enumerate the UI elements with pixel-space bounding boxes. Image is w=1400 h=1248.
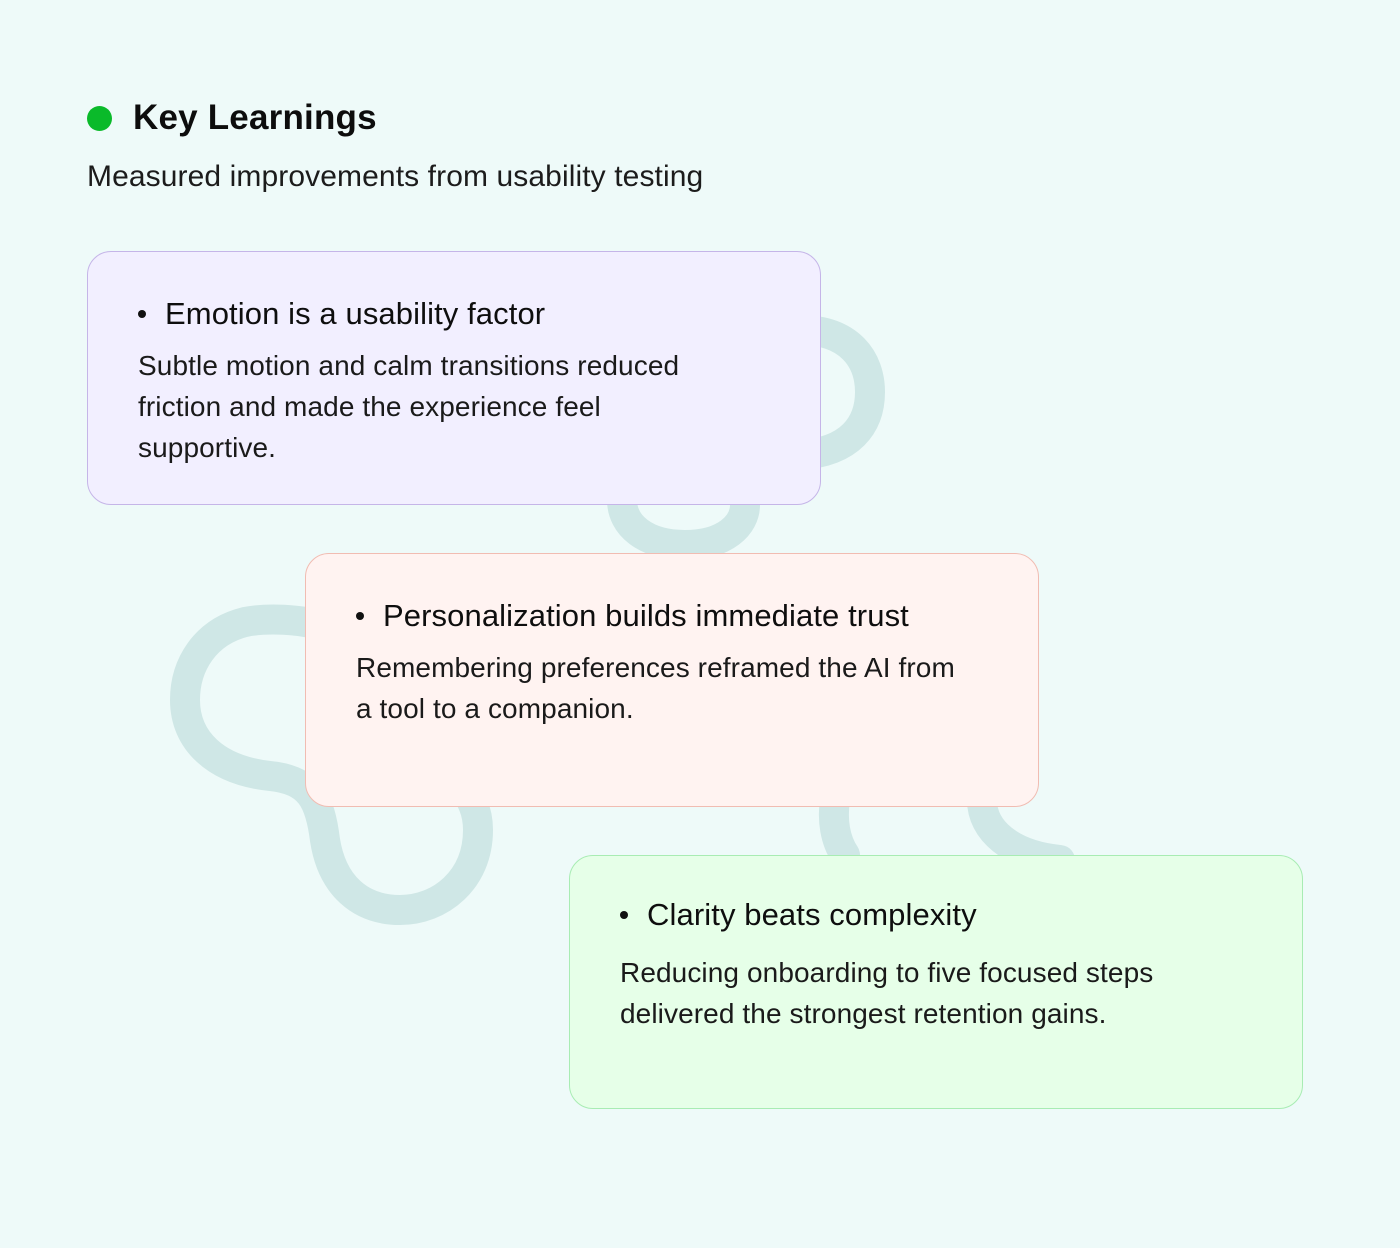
card-heading: Personalization builds immediate trust — [356, 596, 998, 636]
bullet-icon — [356, 612, 364, 620]
bullet-icon — [620, 911, 628, 919]
card-title: Clarity beats complexity — [647, 897, 977, 932]
page-title: Key Learnings — [133, 98, 377, 137]
section-header: Key Learnings Measured improvements from… — [87, 96, 987, 194]
learning-card-emotion: Emotion is a usability factor Subtle mot… — [87, 251, 821, 505]
card-heading: Clarity beats complexity — [620, 895, 1262, 935]
card-description: Reducing onboarding to five focused step… — [620, 957, 1154, 1029]
status-dot-icon — [87, 105, 112, 131]
card-description: Remembering preferences reframed the AI … — [356, 652, 955, 724]
card-title: Personalization builds immediate trust — [383, 598, 909, 633]
card-title: Emotion is a usability factor — [165, 296, 546, 331]
card-description: Subtle motion and calm transitions reduc… — [138, 350, 680, 463]
title-row: Key Learnings — [87, 96, 987, 140]
wave-loop-right — [818, 785, 1075, 875]
card-heading: Emotion is a usability factor — [138, 294, 780, 334]
page-subtitle: Measured improvements from usability tes… — [87, 160, 704, 193]
bullet-icon — [138, 310, 146, 318]
learning-card-clarity: Clarity beats complexity Reducing onboar… — [569, 855, 1303, 1109]
learning-card-personalization: Personalization builds immediate trust R… — [305, 553, 1039, 807]
